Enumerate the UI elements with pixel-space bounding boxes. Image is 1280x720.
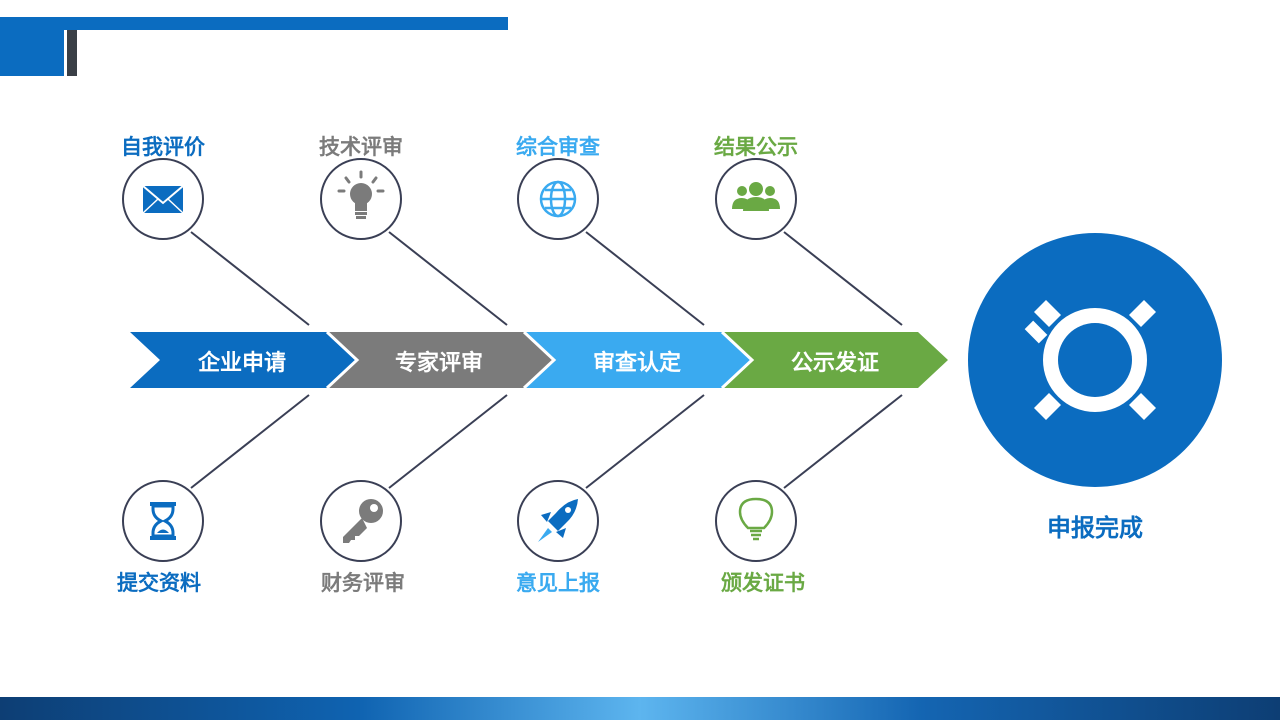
stage-label-expert-review: 专家评审: [394, 351, 483, 376]
key-icon: [343, 499, 383, 543]
label-submit-materials: 提交资料: [117, 571, 201, 595]
connector-line: [783, 394, 903, 489]
chevron-separators: [325, 330, 755, 390]
globe-icon: [539, 180, 577, 218]
label-result-publicity: 结果公示: [714, 135, 798, 159]
header-corner-block: [0, 30, 64, 76]
label-financial-review: 财务评审: [321, 571, 405, 595]
envelope-icon: [142, 185, 184, 214]
connector-line: [388, 394, 508, 489]
connector-lines: [190, 231, 903, 489]
hourglass-icon: [150, 502, 176, 540]
label-opinion-report: 意见上报: [516, 571, 600, 595]
users-icon: [732, 182, 780, 211]
connector-line: [388, 231, 508, 326]
connector-line: [190, 394, 310, 489]
connector-line: [783, 231, 903, 326]
stage-label-review-approval: 审查认定: [592, 351, 681, 376]
footer-gradient-band: [0, 697, 1280, 720]
label-comprehensive-review: 综合审查: [516, 135, 600, 159]
label-self-assessment: 自我评价: [121, 135, 205, 159]
chevron-stage-3: [524, 332, 752, 388]
chevron-separator: [720, 330, 755, 390]
chevron-separator: [522, 330, 557, 390]
header-accent-bar: [0, 17, 508, 30]
final-label: 申报完成: [1047, 514, 1143, 542]
rocket-icon: [538, 499, 578, 542]
connector-line: [585, 394, 705, 489]
header-corner-stripe: [67, 30, 77, 76]
label-issue-certificate: 颁发证书: [721, 571, 805, 595]
chevron-stage-2: [327, 332, 554, 388]
connector-line: [190, 231, 310, 326]
stage-label-enterprise-application: 企业申请: [197, 351, 286, 376]
node-circle: [715, 480, 797, 562]
chevron-separator: [325, 330, 360, 390]
gear-ring-icon: [1024, 300, 1156, 420]
bulb-outline-icon: [738, 497, 774, 541]
chevron-stage-1: [130, 332, 357, 388]
lightbulb-icon: [337, 170, 385, 219]
label-technical-review: 技术评审: [319, 135, 403, 159]
connector-line: [585, 231, 705, 326]
stage-label-publicity-certification: 公示发证: [790, 351, 879, 376]
chevron-stage-4: [722, 332, 948, 388]
